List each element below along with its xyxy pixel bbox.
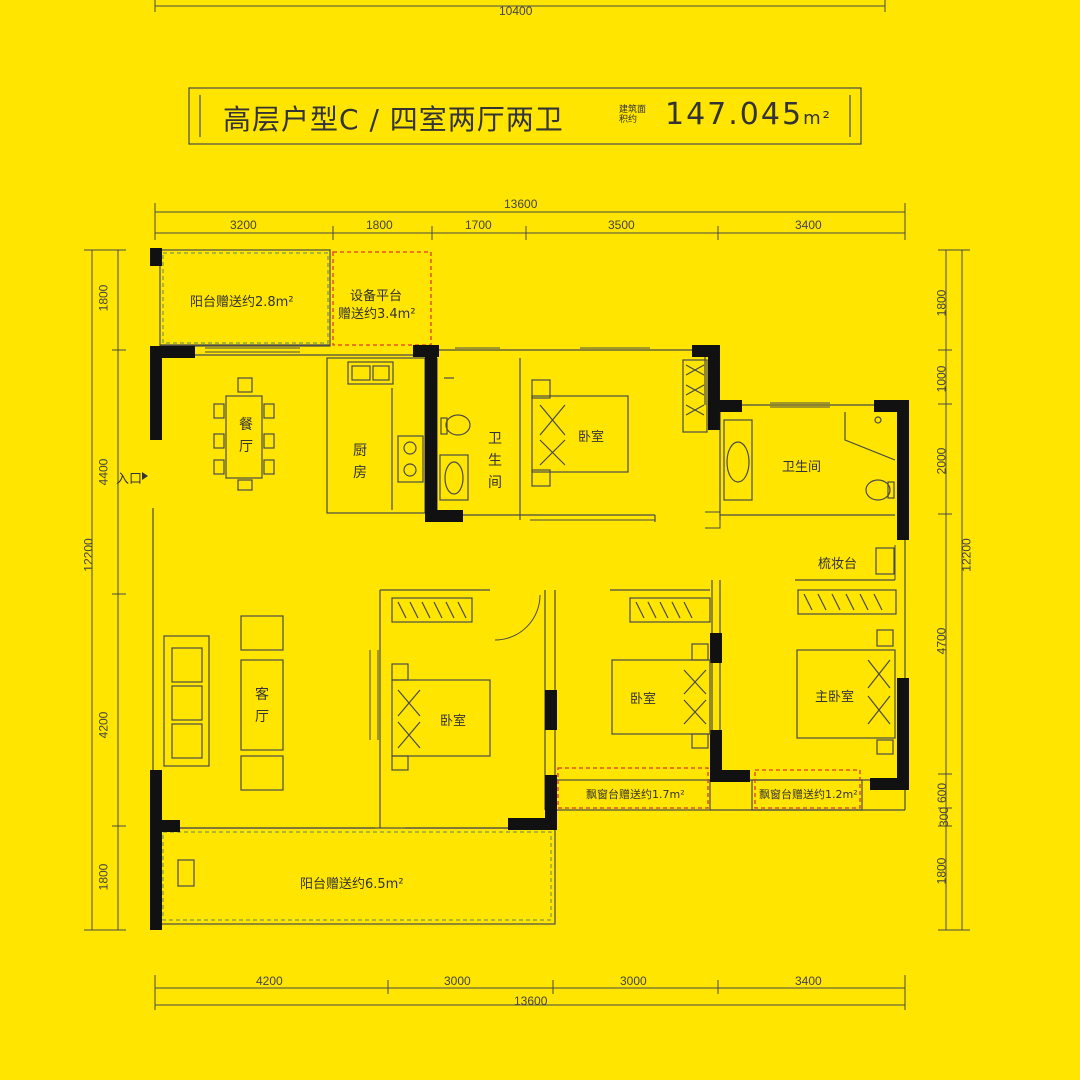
bottom-dimension-lines bbox=[154, 975, 906, 1010]
toilet-icon bbox=[440, 414, 471, 436]
windows bbox=[205, 347, 830, 408]
label-entrance: 入口 bbox=[116, 472, 143, 487]
area-value: 147.045m² bbox=[665, 97, 832, 132]
label-bay-window-2: 飘窗台赠送约1.2m² bbox=[759, 788, 858, 801]
area-unit: m² bbox=[803, 108, 832, 129]
label-bay-window-1: 飘窗台赠送约1.7m² bbox=[586, 788, 685, 801]
dim-bottom-seg-2: 3000 bbox=[444, 974, 471, 988]
title-panel: 高层户型C / 四室两厅两卫 建筑面积约 147.045m² bbox=[189, 88, 861, 144]
dim-top-total: 13600 bbox=[504, 197, 538, 211]
dim-right-seg-4: 4700 bbox=[934, 627, 949, 655]
dim-top-seg-1: 3200 bbox=[230, 218, 257, 232]
area-label: 建筑面积约 bbox=[619, 105, 647, 125]
label-bathroom-master: 卫生间 bbox=[782, 460, 822, 475]
bed-north-icon bbox=[531, 379, 629, 487]
dim-right-seg-1: 1800 bbox=[934, 289, 949, 317]
vanity-icon bbox=[875, 547, 895, 575]
dim-right-seg-5: 600 bbox=[935, 782, 950, 804]
dim-right-seg-6: 300 bbox=[937, 806, 952, 828]
dim-top-seg-5: 3400 bbox=[795, 218, 822, 232]
dim-top-seg-3: 1700 bbox=[465, 218, 492, 232]
dim-top-residual: 10400 bbox=[499, 4, 533, 18]
label-bathroom-1: 卫生间 bbox=[488, 431, 502, 491]
label-master-bedroom: 主卧室 bbox=[815, 690, 855, 705]
washing-machine-icon bbox=[177, 859, 195, 887]
dim-left-seg-2: 4400 bbox=[96, 458, 111, 486]
dim-top-seg-2: 1800 bbox=[366, 218, 393, 232]
stove-icon bbox=[397, 435, 424, 483]
dim-top-seg-4: 3500 bbox=[608, 218, 635, 232]
dim-right-seg-3: 2000 bbox=[934, 447, 949, 475]
dim-bottom-seg-4: 3400 bbox=[795, 974, 822, 988]
wardrobe-south-icon bbox=[629, 597, 711, 623]
dim-right-seg-7: 1800 bbox=[934, 857, 949, 885]
dim-bottom-seg-3: 3000 bbox=[620, 974, 647, 988]
label-bedroom-north: 卧室 bbox=[578, 430, 605, 445]
bed-south-icon bbox=[611, 643, 711, 749]
dim-left-seg-1: 1800 bbox=[96, 284, 111, 312]
dim-left-seg-4: 1800 bbox=[96, 863, 111, 891]
top-dimension-lines bbox=[154, 203, 906, 240]
label-balcony-south: 阳台赠送约6.5m² bbox=[300, 877, 404, 892]
thick-walls bbox=[150, 248, 909, 930]
dim-bottom-total: 13600 bbox=[514, 994, 548, 1008]
top-residual-dimension bbox=[154, 0, 886, 12]
wardrobe-master-icon bbox=[797, 589, 897, 615]
dining-table-icon bbox=[213, 377, 275, 491]
kitchen-sink-icon bbox=[347, 361, 394, 385]
dim-bottom-seg-1: 4200 bbox=[256, 974, 283, 988]
coffee-table-icon bbox=[240, 615, 284, 791]
label-bedroom-center: 卧室 bbox=[440, 714, 467, 729]
label-bedroom-south: 卧室 bbox=[630, 692, 657, 707]
entrance-arrow-icon bbox=[142, 472, 148, 480]
bed-center-icon bbox=[391, 663, 491, 771]
bonus-area-dashes bbox=[332, 251, 861, 809]
right-dimension-lines bbox=[938, 249, 970, 931]
label-kitchen: 厨房 bbox=[353, 443, 367, 481]
master-bath-fixtures bbox=[723, 412, 896, 501]
washbasin-icon bbox=[439, 377, 469, 501]
left-dimension-lines bbox=[84, 249, 126, 931]
balcony-green-dashes bbox=[162, 252, 552, 921]
area-number: 147.045 bbox=[665, 97, 804, 132]
label-equipment-platform-2: 赠送约3.4m² bbox=[338, 307, 416, 322]
label-equipment-platform-1: 设备平台 bbox=[350, 289, 403, 304]
dim-left-seg-3: 4200 bbox=[96, 711, 111, 739]
label-balcony-north: 阳台赠送约2.8m² bbox=[190, 295, 294, 310]
wardrobe-center-icon bbox=[391, 597, 473, 623]
label-vanity: 梳妆台 bbox=[818, 557, 858, 572]
dim-right-seg-2: 1000 bbox=[934, 365, 949, 393]
dim-left-total: 12200 bbox=[81, 538, 96, 572]
sofa-icon bbox=[163, 635, 210, 767]
dim-right-total: 12200 bbox=[959, 538, 974, 572]
wardrobe-north-icon bbox=[682, 359, 708, 433]
title-frame bbox=[188, 87, 862, 145]
label-living: 客厅 bbox=[255, 687, 269, 725]
plan-title: 高层户型C / 四室两厅两卫 bbox=[223, 103, 564, 136]
label-dining: 餐厅 bbox=[239, 417, 253, 455]
bed-master-icon bbox=[796, 629, 896, 755]
door-swings bbox=[369, 511, 896, 740]
